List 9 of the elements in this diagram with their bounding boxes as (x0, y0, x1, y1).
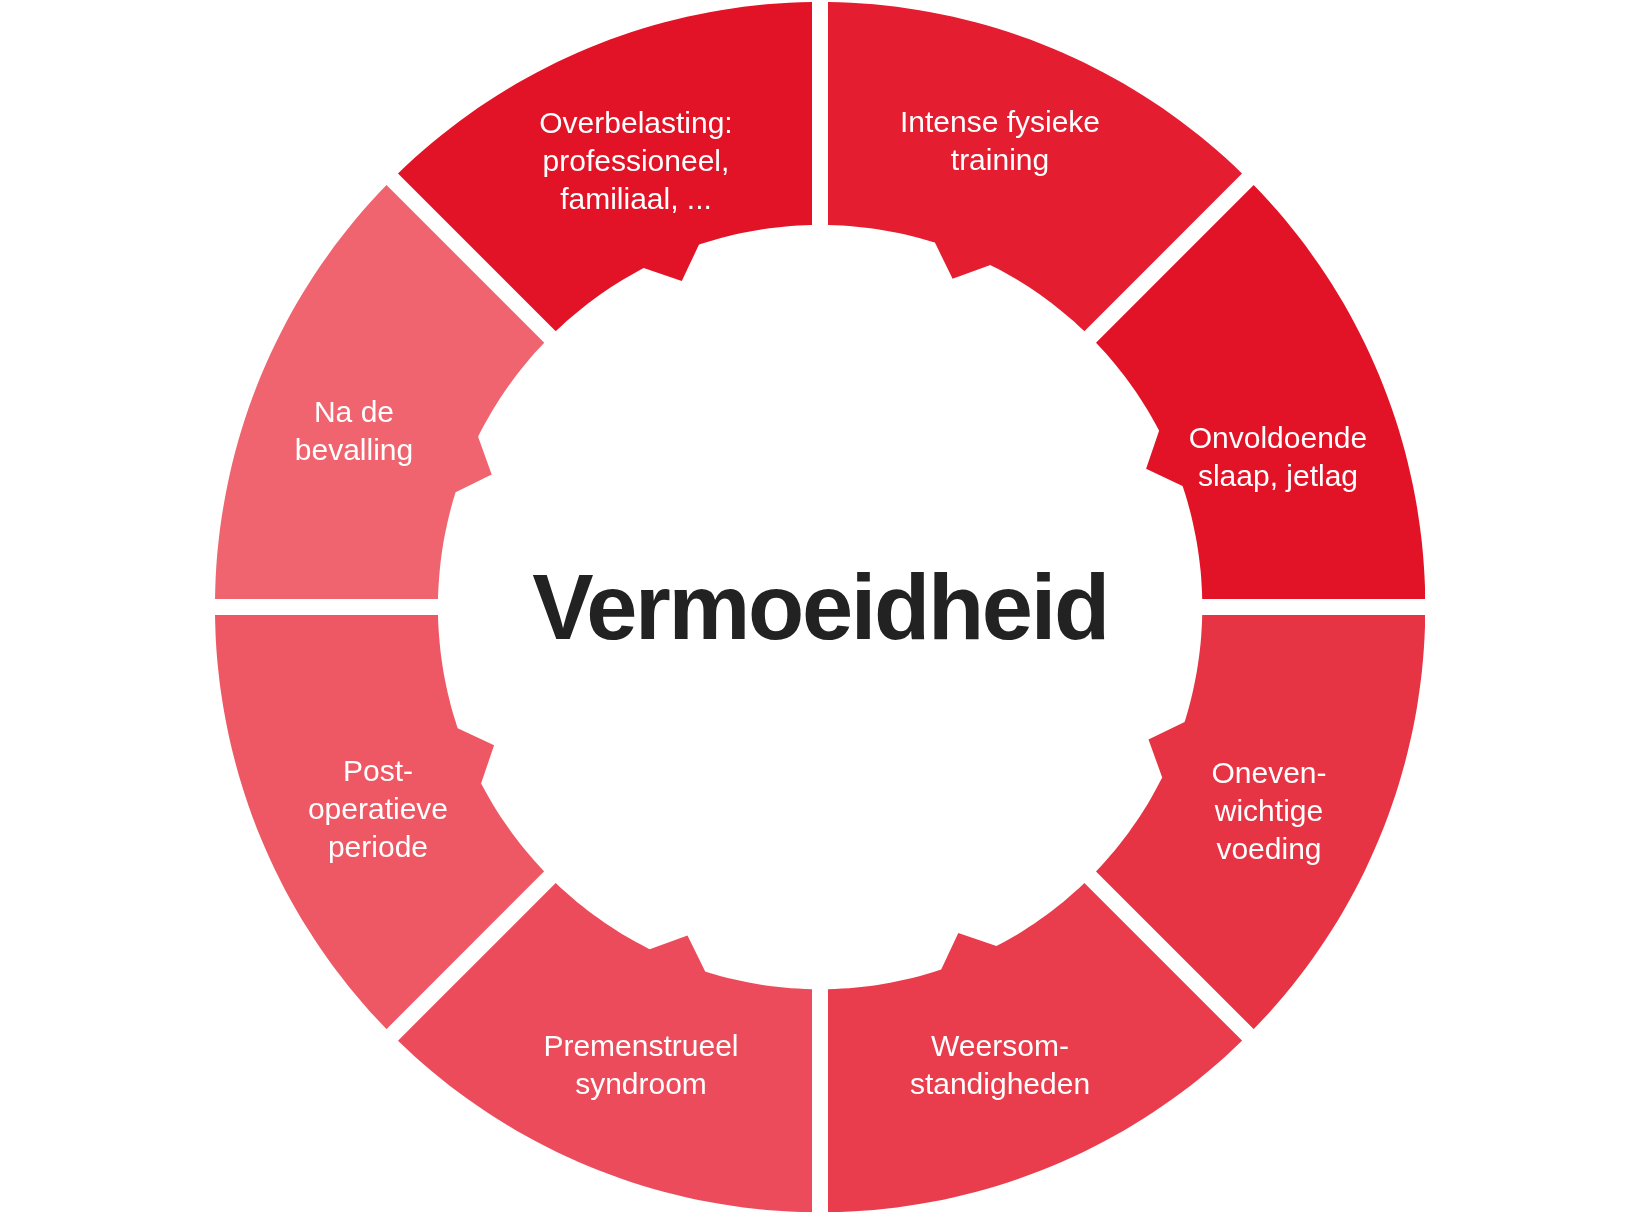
segment-label: Premenstrueel syndroom (542, 1028, 740, 1102)
segment-label: Oneven- wichtige voeding (1211, 755, 1327, 867)
segment-label: Onvoldoende slaap, jetlag (1188, 420, 1368, 494)
segment-label: Na de bevalling (293, 394, 415, 468)
segment-label: Intense fysieke training (898, 104, 1102, 178)
segment-label: Weersom- standigheden (908, 1028, 1092, 1102)
segment-label: Post- operatieve periode (307, 753, 449, 865)
segment-label: Overbelasting: professioneel, familiaal, ... (538, 105, 734, 217)
central-heading: Vermoeidheid (532, 561, 1108, 653)
